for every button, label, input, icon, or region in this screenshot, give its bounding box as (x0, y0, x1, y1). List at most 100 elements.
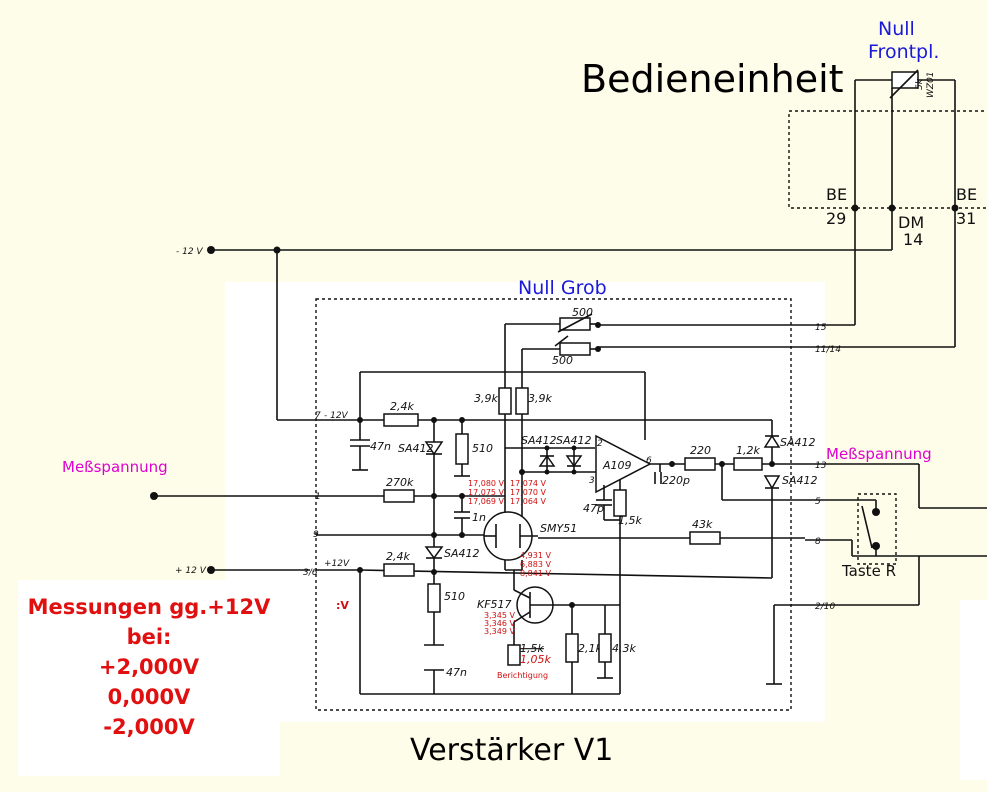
label-null-front-2: Frontpl. (868, 41, 939, 63)
svg-text:1n: 1n (472, 511, 486, 524)
svg-text:SA412: SA412 (782, 474, 818, 487)
supply-neg-left: - 12 V (176, 247, 203, 257)
pin-13: 13 (815, 461, 827, 471)
resistor-2-4k-bottom: 2,4k (383, 550, 415, 577)
resistor-2-4k-top: 2,4k (383, 400, 419, 427)
svg-text:2,4k: 2,4k (386, 550, 410, 563)
resistor-1-5k-op: 1,5k (613, 480, 642, 570)
resistor-3-9k-a: 3,9k (474, 387, 512, 520)
svg-text:A109: A109 (602, 459, 632, 472)
resistor-2-1k: 2,1k (565, 605, 602, 694)
resistor-510-bottom: 510 (427, 572, 465, 645)
opamp-a109: A109 2 3 6 (589, 434, 652, 494)
pot-front-label-b: WZ01 (926, 71, 936, 98)
diode-sa412-out1: SA412 (763, 434, 816, 449)
connector-dm14-b: 14 (903, 230, 923, 249)
measurements-jfet: 4,931 V 6,883 V 8,841 V (520, 551, 551, 578)
capacitor-47n-bottom: 47n (424, 644, 467, 694)
svg-text:SA412: SA412 (521, 434, 557, 447)
svg-text:1,05k: 1,05k (520, 653, 551, 666)
null-coarse-pot-a: 500 (504, 306, 601, 388)
connector-be31-a: BE (956, 185, 977, 204)
label-berichtigung: Berichtigung (497, 671, 548, 680)
label-messspannung-in: Meßspannung (62, 458, 168, 476)
svg-text:SA412: SA412 (556, 434, 592, 447)
svg-text:220p: 220p (662, 474, 690, 487)
front-null-potentiometer: 5k WZ01 (851, 69, 959, 347)
svg-text:17,069 V: 17,069 V (468, 497, 505, 506)
null-coarse-pot-b: 500 (521, 335, 601, 388)
svg-text:17,080 V: 17,080 V (468, 479, 505, 488)
pin-15: 15 (815, 323, 827, 333)
svg-text:3,346 V: 3,346 V (484, 619, 515, 628)
svg-text:2: 2 (597, 439, 603, 449)
svg-text:2,4k: 2,4k (390, 400, 414, 413)
diode-sa412-a: SA412 (521, 434, 557, 472)
resistor-correction: 1,5k 1,05k Berichtigung (497, 642, 551, 680)
pin-2-10: 2/10 (815, 602, 835, 612)
svg-text:510: 510 (472, 442, 493, 455)
svg-text:220: 220 (690, 444, 711, 457)
connector-be29-a: BE (826, 185, 847, 204)
svg-text:17,075 V: 17,075 V (468, 488, 505, 497)
amplifier-box (315, 298, 792, 711)
note-line-1: Messungen gg.+12V (27, 595, 271, 619)
svg-text:17,064 V: 17,064 V (510, 497, 547, 506)
svg-text:6: 6 (646, 456, 652, 466)
svg-text:3/6: 3/6 (303, 568, 318, 578)
svg-text:8,841 V: 8,841 V (520, 569, 551, 578)
svg-text:SA412: SA412 (444, 547, 480, 560)
connector-dm14-a: DM (898, 213, 924, 232)
supply-pos-partial: :V (336, 599, 349, 612)
svg-text:3: 3 (589, 476, 595, 486)
jfet-smy51: SMY51 (483, 511, 577, 561)
resistor-220: 220 (684, 444, 716, 471)
resistor-43k-feedback: 43k (689, 518, 721, 545)
supply-pos-left: + 12 V (175, 566, 207, 576)
svg-text:17,070 V: 17,070 V (510, 488, 547, 497)
connector-be31-b: 31 (956, 209, 976, 228)
label-messspannung-out: Meßspannung (826, 445, 932, 463)
label-null-front: Null (878, 18, 915, 40)
svg-text:17,074 V: 17,074 V (510, 479, 547, 488)
taste-box (857, 493, 897, 565)
diode-sa412-out2: SA412 (763, 474, 818, 490)
svg-text:3,9k: 3,9k (474, 392, 498, 405)
svg-text:7: 7 (315, 411, 321, 421)
svg-text:3,9k: 3,9k (528, 392, 552, 405)
pot-front-label-a: 5k (915, 78, 925, 90)
resistor-270k: 270k (383, 476, 415, 503)
pin-8: 8 (815, 537, 821, 547)
measurement-note: Messungen gg.+12V bei: +2,000V 0,000V -2… (18, 580, 280, 776)
svg-text:43k: 43k (692, 518, 713, 531)
supply-pos-inside: +12V (324, 559, 350, 569)
resistor-510-top: 510 (454, 420, 493, 477)
svg-text:47n: 47n (370, 440, 391, 453)
svg-text:SA412: SA412 (398, 442, 434, 455)
label-null-grob: Null Grob (518, 277, 607, 299)
note-line-4: 0,000V (107, 685, 191, 709)
svg-text:1,5k: 1,5k (618, 514, 642, 527)
title-verstaerker: Verstärker V1 (410, 733, 613, 768)
svg-text:9: 9 (313, 530, 319, 540)
svg-text:500: 500 (552, 354, 573, 367)
measurements-opamp-left: 17,080 V 17,075 V 17,069 V (468, 479, 505, 506)
svg-text:SA412: SA412 (780, 436, 816, 449)
connector-be29-b: 29 (826, 209, 846, 228)
measurements-transistor: 3,345 V 3,346 V 3,349 V (484, 611, 515, 636)
pin-5: 5 (815, 497, 821, 507)
diode-sa412-bottom: SA412 (424, 546, 480, 560)
note-line-5: -2,000V (103, 715, 195, 739)
svg-text:4,3k: 4,3k (612, 642, 636, 655)
svg-text:2,1k: 2,1k (578, 642, 602, 655)
note-line-2: bei: (126, 625, 172, 649)
svg-text:47p: 47p (583, 502, 604, 515)
svg-text:270k: 270k (386, 476, 414, 489)
svg-text:4,931 V: 4,931 V (520, 551, 551, 560)
note-line-3: +2,000V (98, 655, 200, 679)
label-taste-r: Taste R (841, 562, 896, 580)
svg-text:KF517: KF517 (477, 598, 512, 611)
measurements-opamp-right: 17,074 V 17,070 V 17,064 V (510, 479, 547, 506)
svg-text:SMY51: SMY51 (540, 522, 577, 535)
